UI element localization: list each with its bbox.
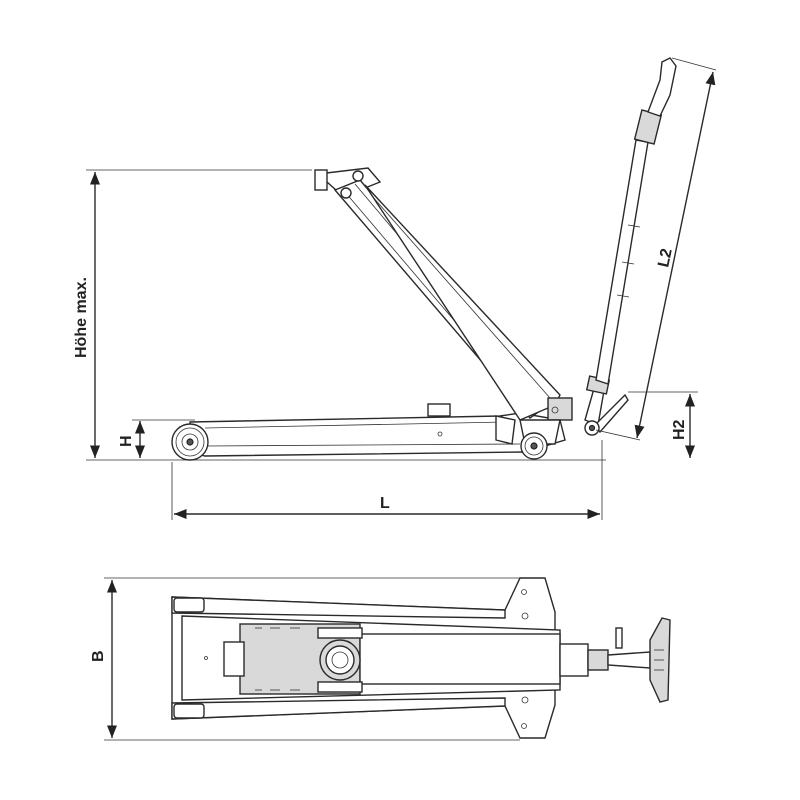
height-max-label: Höhe max. — [73, 277, 90, 358]
dimension-height-min: H — [118, 419, 195, 458]
lifting-arm — [314, 167, 573, 421]
dimension-handle-length: L2 — [595, 57, 717, 441]
width-label: B — [90, 650, 107, 662]
handle-height-label: H2 — [671, 419, 688, 440]
top-view: B — [90, 577, 671, 741]
handle — [584, 57, 677, 436]
dimension-width: B — [90, 577, 520, 741]
rear-wheel — [171, 423, 209, 461]
dimension-handle-height: H2 — [628, 391, 698, 458]
length-label: L — [380, 495, 390, 512]
height-min-label: H — [118, 435, 135, 447]
side-view: Höhe max. H L L2 H2 — [73, 57, 717, 520]
handle-length-label: L2 — [655, 247, 676, 269]
front-wheel — [519, 419, 561, 460]
dimension-height-max: Höhe max. — [73, 169, 606, 461]
jack-chassis — [189, 403, 566, 457]
dimension-length: L — [171, 440, 603, 520]
top-handle — [559, 617, 671, 703]
pump-cylinder — [223, 623, 561, 695]
